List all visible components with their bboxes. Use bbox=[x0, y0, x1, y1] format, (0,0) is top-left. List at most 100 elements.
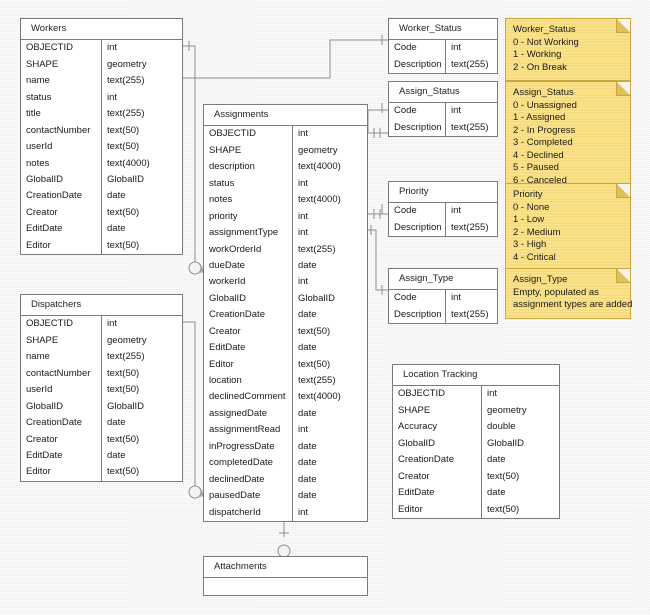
column-name: Editor bbox=[26, 239, 51, 251]
cardinality-zero-workerid bbox=[188, 261, 202, 275]
column-type: date bbox=[101, 188, 182, 205]
column-type: text(50) bbox=[101, 464, 182, 481]
column-type: date bbox=[292, 257, 367, 275]
column-type: date bbox=[292, 405, 367, 423]
column-type: int bbox=[445, 103, 497, 120]
column-name: Creator bbox=[398, 470, 430, 482]
column-name: notes bbox=[26, 157, 50, 169]
column-name: Accuracy bbox=[398, 421, 438, 433]
column-name: SHAPE bbox=[26, 334, 59, 346]
column-type: date bbox=[292, 455, 367, 472]
column-name: OBJECTID bbox=[209, 128, 256, 140]
column-type: date bbox=[292, 340, 367, 357]
column-type: date bbox=[292, 488, 367, 505]
column-type: date bbox=[292, 438, 367, 456]
column-name: SHAPE bbox=[26, 58, 59, 70]
column-type: text(50) bbox=[101, 204, 182, 222]
table-assign-status-title: Assign_Status bbox=[389, 82, 497, 104]
table-priority-title: Priority bbox=[389, 182, 497, 204]
column-name: Creator bbox=[209, 325, 241, 337]
column-name: GlobalID bbox=[26, 173, 63, 185]
column-name: OBJECTID bbox=[398, 388, 445, 400]
column-type: date bbox=[101, 415, 182, 432]
column-name: Description bbox=[394, 121, 442, 133]
table-row: inProgressDate date bbox=[204, 438, 367, 456]
column-type: text(255) bbox=[101, 106, 182, 123]
column-name: Code bbox=[394, 105, 417, 117]
column-name: workOrderId bbox=[209, 243, 262, 255]
column-type: text(50) bbox=[101, 122, 182, 140]
table-row: Editor text(50) bbox=[21, 237, 182, 255]
table-attachments[interactable]: Attachments bbox=[203, 556, 368, 597]
column-name: Code bbox=[394, 42, 417, 54]
column-type: text(50) bbox=[101, 237, 182, 255]
column-type: int bbox=[101, 40, 182, 57]
column-type: text(255) bbox=[445, 219, 497, 237]
table-dispatchers-title: Dispatchers bbox=[21, 295, 182, 317]
column-type: GlobalID bbox=[101, 171, 182, 189]
column-type: date bbox=[101, 221, 182, 238]
column-type: text(50) bbox=[292, 356, 367, 373]
column-name: Editor bbox=[209, 358, 234, 370]
link-assignments-assigntype bbox=[368, 229, 388, 291]
column-name: pausedDate bbox=[209, 490, 261, 502]
column-name: declinedComment bbox=[209, 391, 286, 403]
column-name: status bbox=[209, 177, 235, 189]
table-row: priority int bbox=[204, 208, 367, 226]
link-workers-to-worker-status bbox=[183, 39, 388, 79]
column-name: name bbox=[26, 351, 50, 363]
column-type: int bbox=[292, 208, 367, 226]
column-name: priority bbox=[209, 210, 238, 222]
note-fold-icon bbox=[616, 19, 630, 33]
note-fold-icon bbox=[616, 269, 630, 283]
note-line: 3 - Completed bbox=[513, 137, 573, 148]
column-type: geometry bbox=[101, 56, 182, 74]
column-name: userId bbox=[26, 141, 53, 153]
column-type: geometry bbox=[292, 142, 367, 160]
cardinality-zero-dispatcherid bbox=[188, 485, 202, 499]
note-line: Empty, populated as bbox=[513, 286, 599, 298]
column-type: text(4000) bbox=[292, 389, 367, 406]
column-name: notes bbox=[209, 194, 233, 206]
note-fold-icon bbox=[616, 184, 630, 198]
column-name: GlobalID bbox=[398, 437, 435, 449]
column-name: inProgressDate bbox=[209, 440, 275, 452]
column-type: date bbox=[101, 447, 182, 465]
column-name: status bbox=[26, 91, 52, 103]
column-type: text(255) bbox=[445, 56, 497, 74]
column-type: date bbox=[292, 307, 367, 324]
